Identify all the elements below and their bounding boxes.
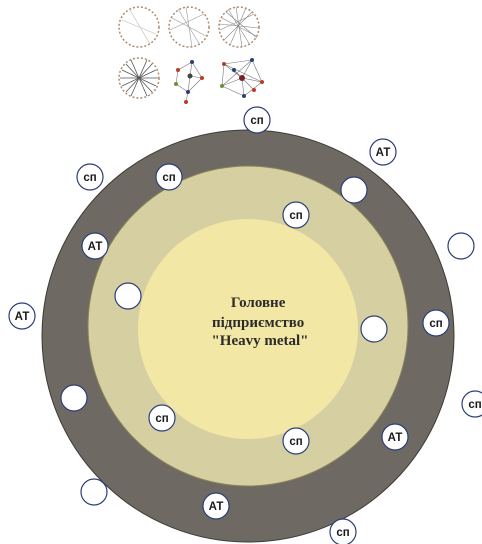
- node-empty: [360, 315, 388, 343]
- node-empty: [447, 232, 475, 260]
- node-empty: [80, 478, 108, 506]
- sparse-ring-network: [118, 6, 160, 48]
- node-label: АТ: [376, 147, 391, 159]
- node-label: сп: [289, 210, 302, 222]
- center-title: Головне підприємство "Heavy metal": [211, 295, 308, 349]
- node-sp: сп: [243, 106, 271, 134]
- scattered-cluster-network: [174, 60, 204, 104]
- node-at: АТ: [369, 138, 397, 166]
- node-at: АТ: [8, 302, 36, 330]
- medium-ring-network: [168, 6, 210, 48]
- center-title-line-1: Головне: [231, 295, 286, 311]
- node-label: сп: [468, 399, 481, 411]
- dense-ring-network: [218, 6, 260, 48]
- network-thumbnails: [118, 6, 264, 104]
- node-sp: сп: [282, 201, 310, 229]
- node-empty: [114, 282, 142, 310]
- center-title-line-3: "Heavy metal": [211, 333, 308, 349]
- node-at: АТ: [81, 232, 109, 260]
- node-label: сп: [289, 436, 302, 448]
- node-label: сп: [250, 115, 263, 127]
- node-at: АТ: [202, 492, 230, 520]
- node-sp: сп: [282, 427, 310, 455]
- core-circle: [138, 219, 358, 439]
- node-label: АТ: [209, 501, 224, 513]
- center-title-line-2: підприємство: [212, 315, 304, 331]
- node-label: сп: [83, 172, 96, 184]
- node-empty: [60, 384, 88, 412]
- dense-cluster-network: [220, 58, 264, 98]
- node-label: сп: [429, 318, 442, 330]
- node-at: АТ: [381, 423, 409, 451]
- node-label: сп: [336, 527, 349, 539]
- node-sp: сп: [76, 163, 104, 191]
- node-sp: сп: [329, 518, 357, 544]
- node-sp: сп: [461, 390, 482, 418]
- node-sp: сп: [148, 404, 176, 432]
- node-label: АТ: [388, 432, 403, 444]
- node-label: сп: [162, 172, 175, 184]
- node-label: АТ: [88, 241, 103, 253]
- node-sp: сп: [422, 309, 450, 337]
- node-label: АТ: [15, 311, 30, 323]
- node-label: сп: [155, 413, 168, 425]
- hub-ring-network: [118, 57, 160, 99]
- node-empty: [340, 176, 368, 204]
- node-sp: сп: [155, 163, 183, 191]
